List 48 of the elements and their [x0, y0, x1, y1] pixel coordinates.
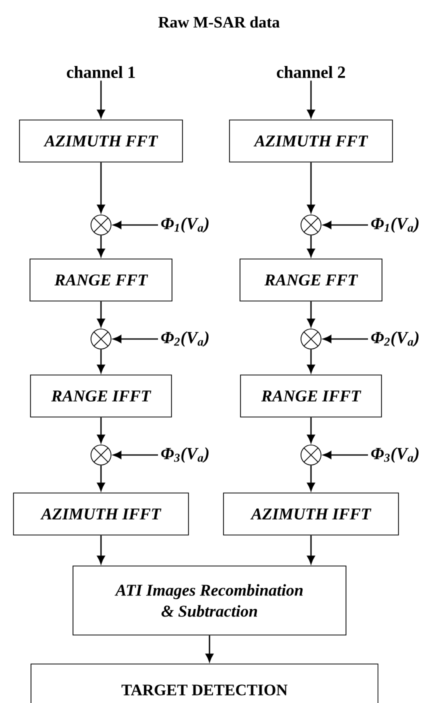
multiplier-symbol: [300, 328, 322, 350]
multiplier-symbol: [90, 444, 112, 466]
multiplier-symbol: [90, 214, 112, 236]
multiplier-symbol: [90, 328, 112, 350]
phase-function-label: Φ$_{1}$(V$_{a}$): [371, 217, 419, 233]
arrow: [97, 349, 105, 373]
arrow: [323, 335, 368, 343]
process-box: RANGE FFT: [30, 258, 172, 302]
phase-function-label: Φ$_{3}$(V$_{a}$): [161, 447, 209, 463]
phase-function-label: Φ$_{1}$(V$_{a}$): [161, 217, 209, 233]
arrow: [307, 349, 315, 373]
process-box: AZIMUTH IFFT: [13, 492, 189, 536]
title: Raw M-SAR data: [158, 16, 280, 28]
arrow: [307, 465, 315, 491]
process-box: AZIMUTH IFFT: [223, 492, 399, 536]
arrow: [113, 335, 158, 343]
arrow: [97, 465, 105, 491]
channel-label: channel 2: [276, 66, 345, 78]
arrow: [307, 535, 315, 564]
arrow: [307, 80, 315, 118]
channel-label: channel 1: [66, 66, 135, 78]
multiplier-symbol: [300, 214, 322, 236]
process-box: RANGE IFFT: [240, 374, 382, 418]
multiplier-symbol: [300, 444, 322, 466]
arrow: [97, 301, 105, 327]
process-box: ATI Images Recombination & Subtraction: [72, 566, 346, 636]
arrow: [323, 451, 368, 459]
phase-function-label: Φ$_{3}$(V$_{a}$): [371, 447, 419, 463]
phase-function-label: Φ$_{2}$(V$_{a}$): [161, 331, 209, 347]
arrow: [307, 162, 315, 213]
arrow: [97, 80, 105, 118]
arrow: [113, 221, 158, 229]
arrow: [97, 162, 105, 213]
arrow: [113, 451, 158, 459]
arrow: [307, 235, 315, 257]
arrow: [97, 417, 105, 443]
process-box: RANGE FFT: [240, 258, 382, 302]
phase-function-label: Φ$_{2}$(V$_{a}$): [371, 331, 419, 347]
process-box: TARGET DETECTION: [30, 664, 378, 703]
arrow: [307, 301, 315, 327]
process-box: AZIMUTH FFT: [229, 120, 393, 162]
arrow: [307, 417, 315, 443]
arrow: [97, 535, 105, 564]
arrow: [206, 635, 214, 662]
arrow: [323, 221, 368, 229]
process-box: AZIMUTH FFT: [19, 120, 183, 162]
process-box: RANGE IFFT: [30, 374, 172, 418]
arrow: [97, 235, 105, 257]
